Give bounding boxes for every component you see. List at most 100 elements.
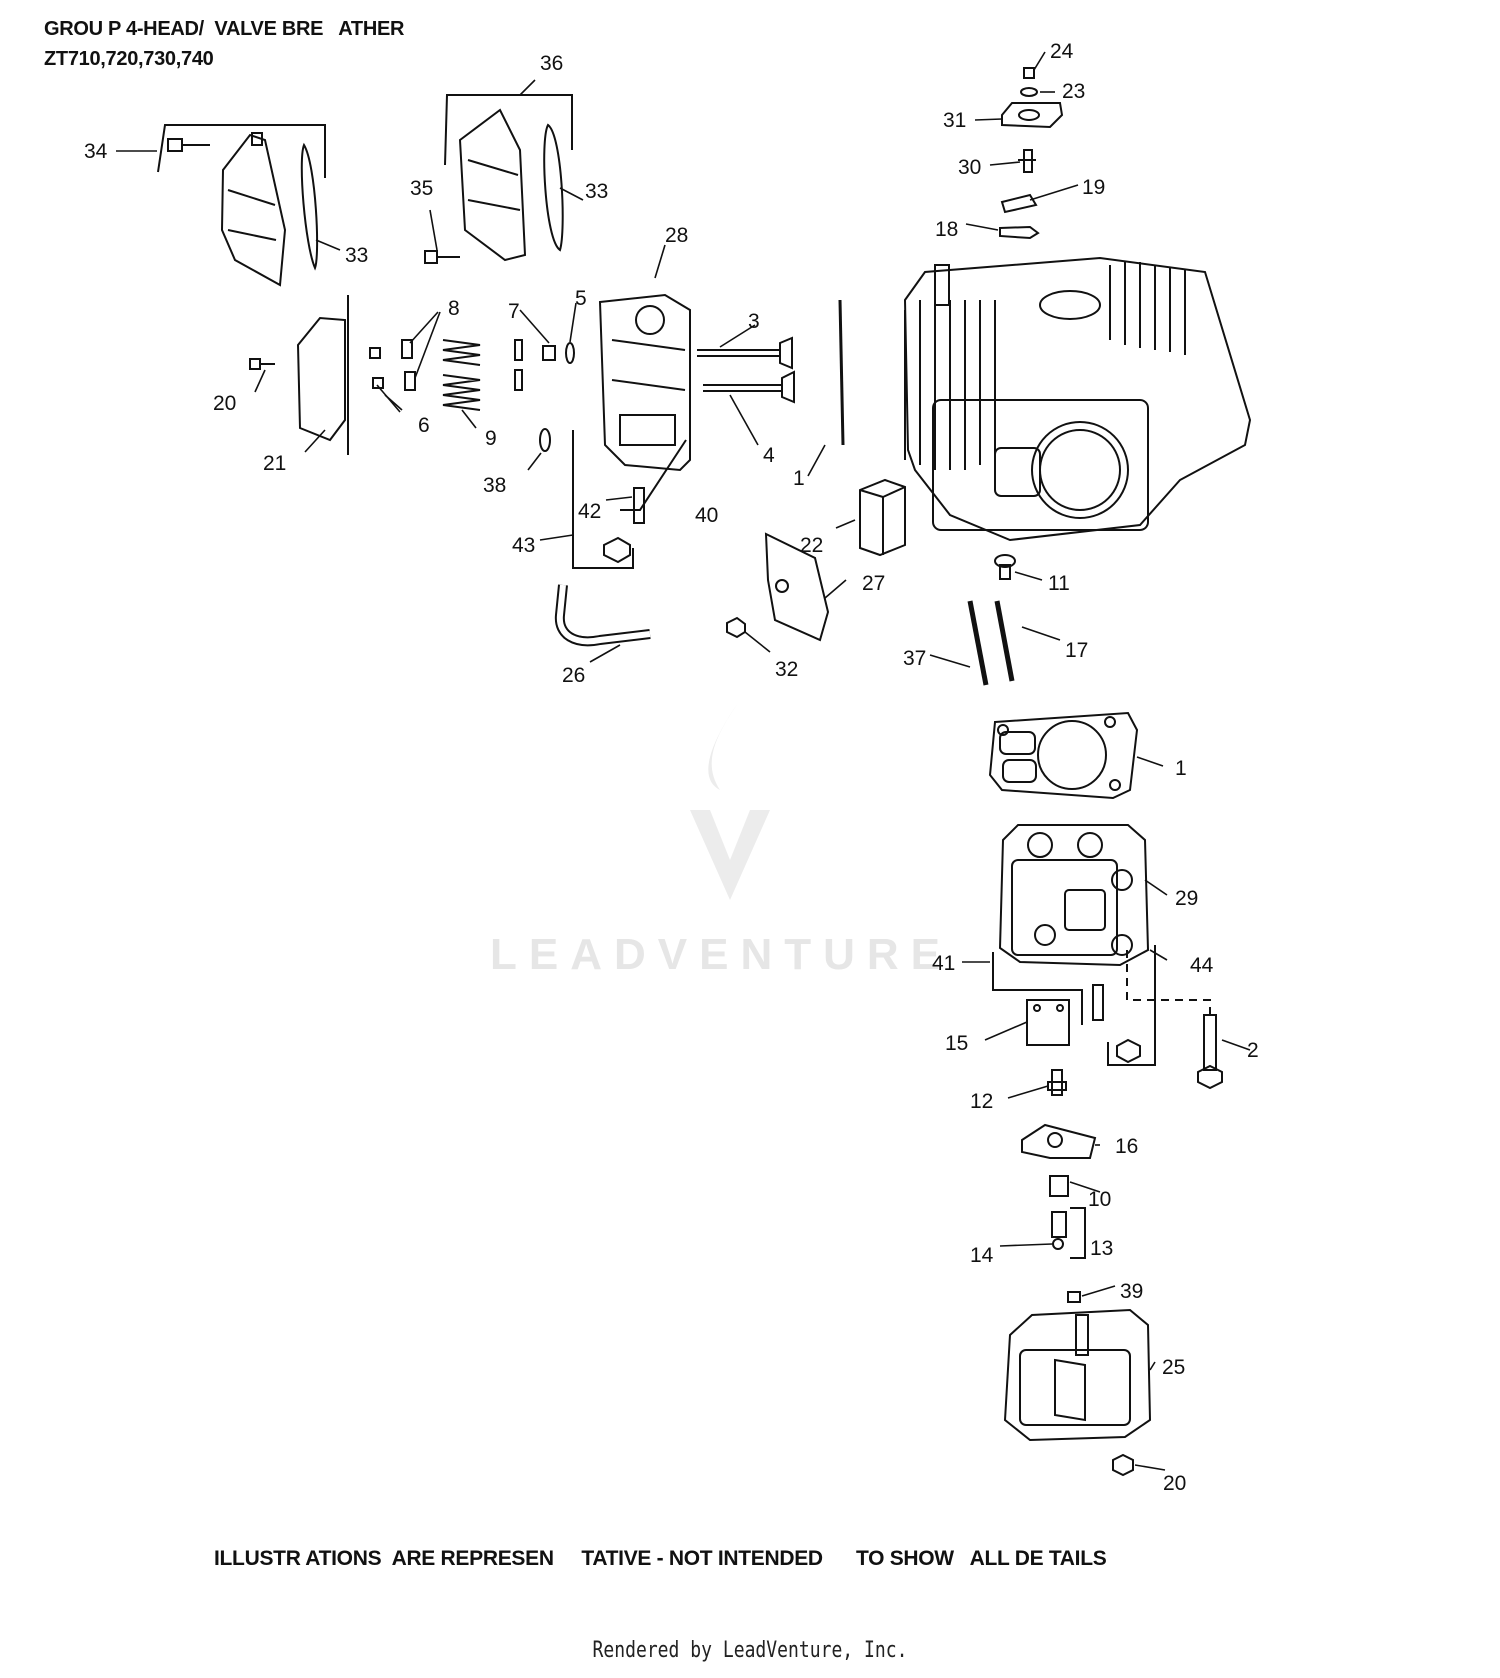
nut-43 (603, 536, 631, 564)
callout-26: 26 (562, 664, 585, 687)
stud-30 (1018, 149, 1036, 173)
nut-24 (1023, 67, 1035, 79)
callout-20b: 20 (1163, 1472, 1186, 1495)
bracket-41 (992, 952, 1083, 1025)
screw-20 (249, 358, 275, 370)
adjuster-13 (1051, 1211, 1067, 1250)
head-gasket-1 (988, 711, 1139, 800)
hose-26 (554, 584, 651, 647)
plate-31 (1001, 102, 1064, 129)
stud-41 (1092, 984, 1104, 1021)
bracket-36 (444, 94, 573, 166)
callout-17: 17 (1065, 639, 1088, 662)
callout-23: 23 (1062, 80, 1085, 103)
callout-41: 41 (932, 952, 955, 975)
plate-27 (764, 532, 830, 642)
screw-32 (726, 616, 746, 639)
exhaust-valve-4 (703, 370, 795, 404)
callout-44: 44 (1190, 954, 1214, 977)
screw-20-bottom (1112, 1453, 1134, 1477)
callout-42: 42 (578, 500, 601, 523)
cylinder-head-29 (998, 824, 1150, 967)
callout-14: 14 (970, 1244, 994, 1267)
washer-23 (1020, 87, 1038, 97)
callout-2: 2 (1247, 1039, 1259, 1062)
model-list: ZT710,720,730,740 (44, 48, 214, 70)
callout-27: 27 (862, 572, 885, 595)
nut-44 (1116, 1038, 1141, 1064)
cylinder-head-28 (598, 293, 691, 472)
gasket-33b (543, 123, 564, 252)
seal-5 (565, 342, 575, 364)
filter-22 (859, 478, 906, 557)
callout-4: 4 (763, 444, 775, 467)
pushrod-17 (994, 600, 1015, 682)
callout-39: 39 (1120, 1280, 1143, 1303)
callout-31: 31 (943, 109, 966, 132)
rocker-arm-16 (1021, 1123, 1097, 1159)
guide-plate-15 (1026, 999, 1070, 1046)
diagram-title: GROU P 4-HEAD/ VALVE BRE ATHER (44, 18, 405, 40)
callout-7: 7 (508, 300, 520, 323)
callout-19: 19 (1082, 176, 1105, 199)
watermark-logo (690, 700, 770, 900)
callout-36: 36 (540, 52, 563, 75)
footer-credit: Rendered by LeadVenture, Inc. (592, 1638, 908, 1663)
callout-10: 10 (1088, 1188, 1111, 1211)
stud-42 (633, 487, 645, 524)
valve-guides (514, 339, 523, 391)
callout-34: 34 (84, 140, 108, 163)
bracket-13 (1070, 1207, 1086, 1259)
leader-lines (116, 51, 1251, 1471)
callout-6: 6 (418, 414, 430, 437)
callout-28: 28 (665, 224, 688, 247)
bracket-40 (620, 439, 687, 511)
o-ring-38 (539, 428, 551, 452)
callout-20a: 20 (213, 392, 236, 415)
nut-10 (1049, 1175, 1069, 1197)
engine-block (903, 256, 1252, 542)
callout-15: 15 (945, 1032, 968, 1055)
valve-cover-36 (458, 108, 527, 262)
callout-25: 25 (1162, 1356, 1185, 1379)
callout-16: 16 (1115, 1135, 1138, 1158)
springs-9 (442, 339, 481, 411)
callout-18: 18 (935, 218, 958, 241)
callout-12: 12 (970, 1090, 993, 1113)
callout-13: 13 (1090, 1237, 1113, 1260)
link-18 (999, 225, 1040, 240)
intake-valve-3 (697, 336, 793, 370)
keepers-6 (369, 347, 384, 389)
callout-3: 3 (748, 310, 760, 333)
callout-30: 30 (958, 156, 981, 179)
callout-24: 24 (1050, 40, 1074, 63)
callout-8: 8 (448, 297, 460, 320)
callout-11: 11 (1048, 572, 1070, 595)
bracket-44 (1107, 945, 1156, 1066)
bolt-35 (424, 250, 460, 264)
disclaimer-text: ILLUSTR ATIONS ARE REPRESEN TATIVE - NOT… (214, 1547, 1107, 1570)
callout-21: 21 (263, 452, 286, 475)
valve-cover-left (220, 132, 287, 287)
bracket-34 (157, 124, 326, 178)
bracket-43 (572, 430, 634, 569)
callout-37: 37 (903, 647, 926, 670)
callout-35: 35 (410, 177, 433, 200)
breather-cover-21 (296, 295, 349, 455)
callout-9: 9 (485, 427, 497, 450)
callout-1a: 1 (793, 467, 805, 490)
screw-39 (1067, 1291, 1081, 1303)
valve-cover-25 (1003, 1308, 1152, 1442)
callout-43: 43 (512, 534, 535, 557)
callout-40: 40 (695, 504, 718, 527)
rocker-stud-12 (1047, 1069, 1067, 1096)
callout-5: 5 (575, 287, 587, 310)
bolt-34 (167, 138, 210, 152)
gasket-1-edge (838, 299, 845, 446)
callout-22: 22 (800, 534, 823, 557)
dashed-bolt-guide (1126, 950, 1211, 1015)
callout-29: 29 (1175, 887, 1198, 910)
callout-32: 32 (775, 658, 798, 681)
callout-33b: 33 (585, 180, 608, 203)
